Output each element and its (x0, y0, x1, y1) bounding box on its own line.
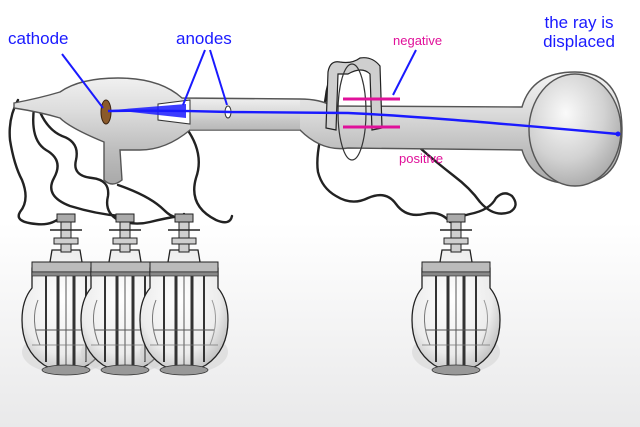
anodes-label: anodes (176, 29, 232, 48)
ray-displaced-label: the ray is displaced (520, 13, 638, 51)
cathode-ray-tube-icon (13, 71, 623, 185)
battery-jar-icon (138, 212, 230, 377)
positive-label: positive (399, 151, 444, 166)
ray-label-line1: the ray is (544, 13, 614, 32)
cathode-label: cathode (8, 29, 69, 48)
ray-label-line2: displaced (543, 31, 615, 51)
battery-jar-icon (410, 212, 502, 377)
negative-pointer (392, 49, 417, 96)
anodes-pointer-1 (182, 49, 206, 106)
cathode-pointer (61, 53, 104, 109)
anodes-pointer-2 (209, 49, 228, 106)
negative-label: negative (393, 33, 443, 48)
